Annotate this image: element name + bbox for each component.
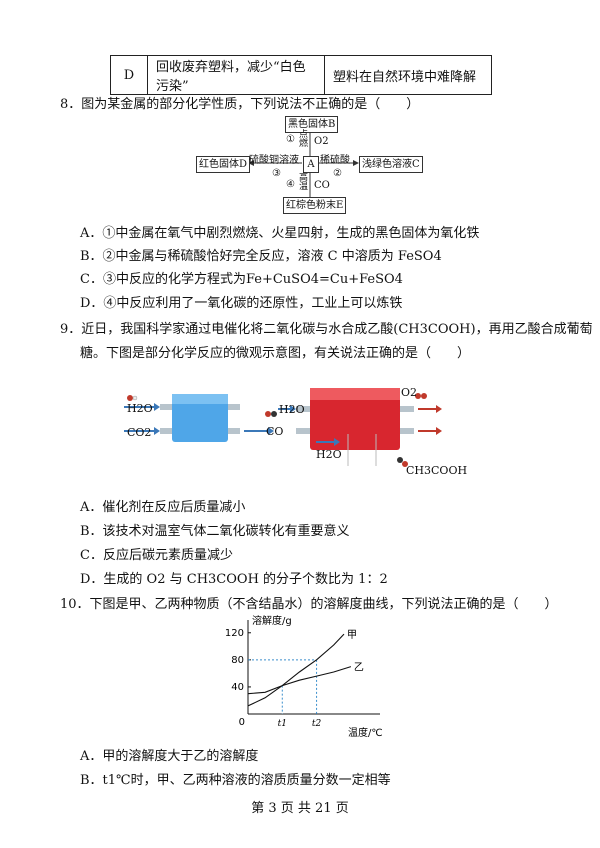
chart-y-label: 溶解度/g — [252, 614, 292, 627]
label-h2o-1: H2O — [127, 402, 153, 415]
step3-reagent: 硫酸铜溶液 — [249, 155, 299, 166]
y-tick-label: 40 — [231, 682, 244, 693]
q9-reactor-figure — [124, 388, 442, 467]
series-line-2 — [247, 666, 352, 695]
page-footer: 第 3 页 共 21 页 — [251, 801, 349, 816]
red-reactor — [310, 388, 400, 450]
table-cell-reason: 塑料在自然环境中难降解 — [324, 55, 492, 95]
q9-stem-line1: 9．近日，我国科学家通过电催化将二氧化碳与水合成乙酸(CH3COOH)，再用乙酸… — [60, 322, 593, 337]
chart-series: 甲乙 — [247, 630, 364, 707]
q8-option-c: C．③中反应的化学方程式为Fe+CuSO4=Cu+FeSO4 — [80, 272, 403, 287]
label-co2: CO2 — [127, 426, 152, 439]
box-brown-powder-e: 红棕色粉末E — [283, 197, 347, 214]
table-cell-measure: 回收废弃塑料，减少“白色污染” — [147, 55, 325, 95]
step2-number: ② — [333, 168, 342, 179]
blue-reactor — [172, 394, 228, 442]
series-line-1 — [247, 633, 345, 707]
series-label-2: 乙 — [354, 662, 364, 674]
q10-option-a: A．甲的溶解度大于乙的溶解度 — [80, 749, 259, 764]
box-green-solution-c: 浅绿色溶液C — [359, 156, 423, 173]
q8-stem: 8．图为某金属的部分化学性质，下列说法不正确的是（ ） — [60, 97, 420, 112]
step1-condition: 点燃 — [299, 130, 309, 149]
chart-x-label: 温度/℃ — [348, 726, 383, 739]
step1-oxygen: O2 — [314, 136, 329, 147]
series-label-1: 甲 — [347, 630, 357, 641]
step4-co: CO — [314, 180, 330, 191]
label-acetic-acid: CH3COOH — [406, 464, 468, 477]
box-black-solid-b: 黑色固体B — [285, 116, 339, 133]
step1-number: ① — [286, 134, 295, 145]
chart-axes: 120 80 40 0 t1 t2 — [225, 620, 380, 729]
origin-label: 0 — [239, 717, 245, 728]
y-tick-label: 80 — [231, 655, 244, 666]
box-red-solid-d: 红色固体D — [196, 156, 251, 173]
x-tick-label-t2: t2 — [312, 719, 322, 729]
step3-number: ③ — [272, 168, 281, 179]
x-tick-label-t1: t1 — [278, 719, 287, 729]
step4-condition: 高温 — [299, 173, 309, 192]
q9-option-a: A．催化剂在反应后质量减小 — [80, 500, 246, 515]
q9-option-c: C．反应后碳元素质量减少 — [80, 548, 233, 563]
q8-option-a: A．①中金属在氧气中剧烈燃烧、火星四射，生成的黑色固体为氧化铁 — [80, 226, 480, 241]
table-cell-label: D — [110, 55, 148, 95]
label-co: CO — [266, 425, 284, 438]
q8-option-b: B．②中金属与稀硫酸恰好完全反应，溶液 C 中溶质为 FeSO4 — [80, 249, 442, 264]
q10-option-b: B．t1℃时，甲、乙两种溶液的溶质质量分数一定相等 — [80, 773, 391, 788]
label-h2o-3: H2O — [316, 448, 342, 461]
q9-option-b: B．该技术对温室气体二氧化碳转化有重要意义 — [80, 524, 350, 539]
q9-stem-line2: 糖。下图是部分化学反应的微观示意图，有关说法正确的是（ ） — [80, 346, 471, 361]
table-row: D 回收废弃塑料，减少“白色污染” 塑料在自然环境中难降解 — [110, 55, 492, 95]
step2-reagent: 稀硫酸 — [320, 155, 350, 166]
q8-option-d: D．④中反应利用了一氧化碳的还原性，工业上可以炼铁 — [80, 296, 403, 311]
box-metal-a: A — [303, 156, 319, 173]
step4-number: ④ — [286, 179, 295, 190]
answer-table: D 回收废弃塑料，减少“白色污染” 塑料在自然环境中难降解 — [110, 55, 492, 95]
q9-option-d: D．生成的 O2 与 CH3COOH 的分子个数比为 1：2 — [80, 572, 388, 587]
y-tick-label: 120 — [225, 628, 244, 639]
label-o2: O2 — [401, 386, 418, 399]
label-h2o-2: H2O — [279, 403, 305, 416]
q10-stem: 10．下图是甲、乙两种物质（不含结晶水）的溶解度曲线，下列说法正确的是（ ） — [60, 597, 558, 612]
